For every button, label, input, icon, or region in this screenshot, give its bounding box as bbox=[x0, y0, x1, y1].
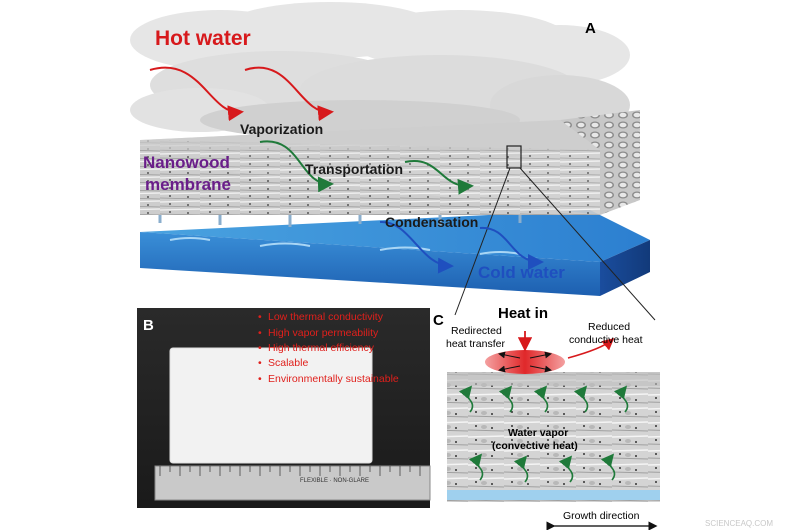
vaporization-label: Vaporization bbox=[240, 121, 323, 137]
property-item: Low thermal conductivity bbox=[268, 311, 384, 323]
transportation-label: Transportation bbox=[305, 161, 403, 177]
nanowood-label-line2: membrane bbox=[145, 175, 231, 194]
property-bullet: • bbox=[258, 342, 262, 354]
property-bullet: • bbox=[258, 373, 262, 385]
property-bullet: • bbox=[258, 327, 262, 339]
cloud-layer bbox=[130, 2, 630, 140]
condensation-label: Condensation bbox=[385, 214, 478, 230]
zoom-box bbox=[506, 145, 522, 169]
ruler-label: FLEXIBLE · NON-GLARE bbox=[300, 478, 369, 484]
panel-b-letter: B bbox=[143, 317, 154, 334]
panel-a-letter: A bbox=[585, 20, 596, 37]
hot-water-arrow-1 bbox=[149, 66, 244, 122]
water-strip bbox=[447, 490, 660, 500]
redirected-label-line2: heat transfer bbox=[446, 338, 505, 350]
panel-b: FLEXIBLE · NON-GLARE B • Low thermal con… bbox=[137, 308, 431, 508]
vapor-arrows bbox=[458, 385, 629, 483]
condensation-arrow-2 bbox=[479, 226, 544, 270]
property-list: • Low thermal conductivity • High vapor … bbox=[258, 311, 399, 385]
heat-in-label: Heat in bbox=[498, 305, 548, 322]
zoom-line-right bbox=[519, 167, 656, 321]
nanowood-sample bbox=[169, 347, 373, 464]
nanowood-label-line1: Nanowood bbox=[143, 153, 230, 172]
hot-water-label: Hot water bbox=[155, 27, 251, 50]
transport-arrow-1 bbox=[259, 140, 334, 193]
hot-water-arrow-2 bbox=[244, 66, 334, 122]
transport-arrow-2 bbox=[404, 160, 474, 195]
reduced-label-line1: Reduced bbox=[588, 321, 630, 333]
property-item: Environmentally sustainable bbox=[268, 373, 399, 385]
ruler bbox=[154, 465, 431, 501]
cold-water-label: Cold water bbox=[478, 263, 565, 282]
reduced-heat-arrow bbox=[567, 338, 615, 359]
property-bullet: • bbox=[258, 357, 262, 369]
property-item: High thermal efficiency bbox=[268, 342, 375, 354]
property-item: High vapor permeability bbox=[268, 327, 379, 339]
reduced-label-line2: conductive heat bbox=[569, 334, 643, 346]
growth-direction-label: Growth direction bbox=[563, 510, 640, 522]
water-vapor-label-line1: Water vapor bbox=[508, 427, 568, 439]
ruler-ticks bbox=[159, 466, 421, 476]
panel-a: Hot water Vaporization Nanowood membrane… bbox=[130, 2, 656, 321]
property-bullet: • bbox=[258, 311, 262, 323]
cold-water-block bbox=[140, 210, 650, 296]
redirected-label-line1: Redirected bbox=[451, 325, 502, 337]
nanowood-membrane-block bbox=[140, 110, 656, 321]
panel-c: C Heat in Redirected heat transfer Reduc… bbox=[433, 305, 660, 530]
condensation-arrow-1 bbox=[379, 220, 454, 274]
watermark: SCIENCEAQ.COM bbox=[705, 519, 773, 528]
heat-spot bbox=[485, 350, 565, 374]
panel-c-letter: C bbox=[433, 312, 444, 329]
property-item: Scalable bbox=[268, 357, 308, 369]
zoom-line-left bbox=[454, 167, 511, 316]
water-vapor-label-line2: (convective heat) bbox=[492, 440, 578, 452]
